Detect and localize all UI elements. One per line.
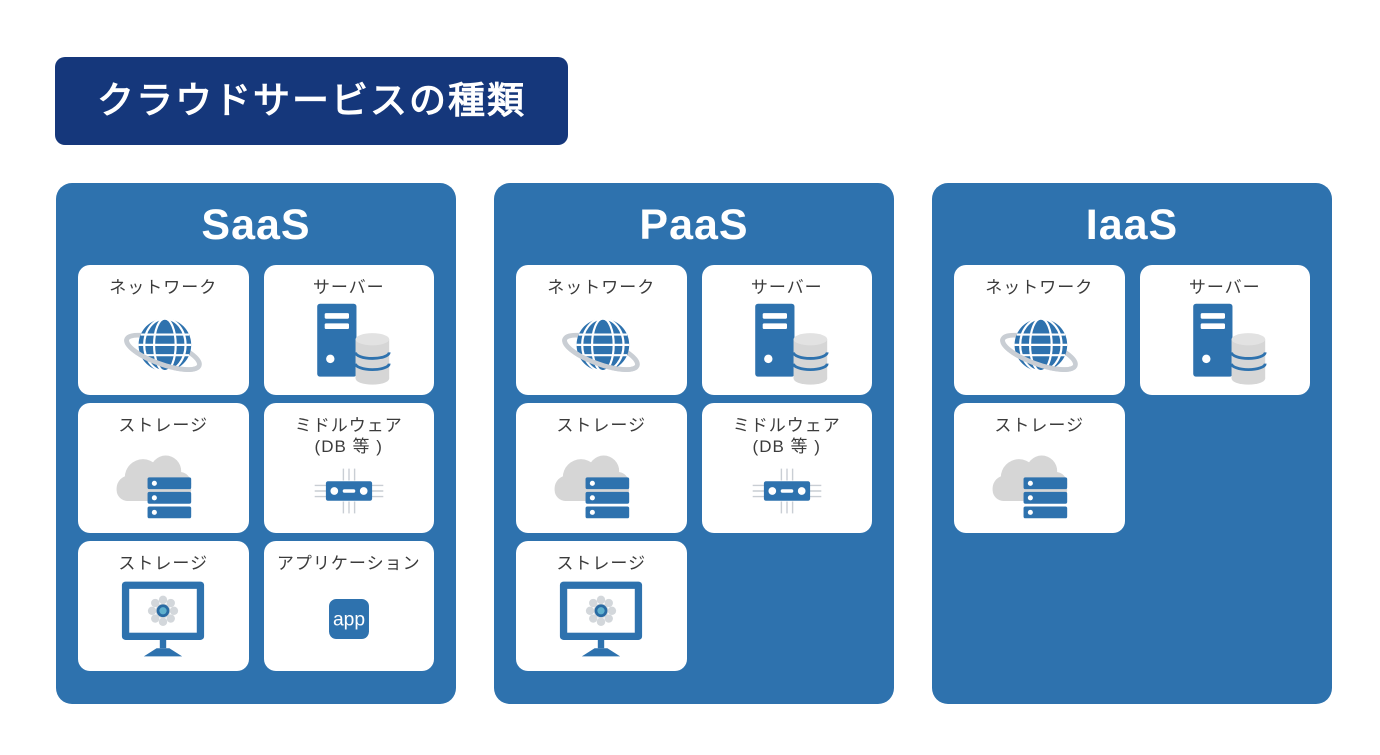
server-database-icon (270, 298, 429, 387)
card-sublabel: (DB 等 ) (314, 437, 383, 457)
middleware-chip-icon (270, 458, 429, 526)
service-card: アプリケーション app (263, 541, 434, 671)
service-card: ネットワーク (954, 265, 1125, 395)
svg-text:app: app (333, 609, 365, 630)
app-box-icon: app (270, 574, 429, 663)
cloud-storage-icon (522, 436, 681, 525)
service-column-title: PaaS (639, 201, 749, 249)
service-card: サーバー (263, 265, 434, 395)
card-label: サーバー (1188, 278, 1261, 297)
card-sublabel: (DB 等 ) (752, 437, 821, 457)
columns-row: SaaS ネットワーク サーバー (56, 183, 1332, 704)
globe-network-icon (84, 298, 243, 387)
globe-network-icon (960, 298, 1119, 387)
service-card: ミドルウェア (DB 等 ) (701, 403, 872, 533)
card-label: サーバー (312, 278, 385, 297)
card-label: ストレージ (118, 416, 209, 435)
service-card: ストレージ (78, 541, 249, 671)
service-card: ストレージ (516, 541, 687, 671)
monitor-gear-icon (84, 574, 243, 663)
globe-network-icon (522, 298, 681, 387)
card-label: ネットワーク (547, 278, 656, 297)
service-card: ネットワーク (78, 265, 249, 395)
cloud-storage-icon (84, 436, 243, 525)
service-column-paas: PaaS ネットワーク サーバー (494, 183, 894, 704)
card-label: ストレージ (118, 554, 209, 573)
service-column-title: IaaS (1085, 201, 1179, 249)
service-column-title: SaaS (201, 201, 311, 249)
service-cards-grid: ネットワーク サーバー (516, 265, 872, 671)
service-column-saas: SaaS ネットワーク サーバー (56, 183, 456, 704)
card-label: ストレージ (556, 416, 647, 435)
service-card: サーバー (1139, 265, 1310, 395)
card-label: アプリケーション (276, 554, 421, 573)
service-column-iaas: IaaS ネットワーク サーバー (932, 183, 1332, 704)
server-database-icon (1146, 298, 1305, 387)
service-card: ストレージ (516, 403, 687, 533)
card-label: ストレージ (556, 554, 647, 573)
card-label: ネットワーク (985, 278, 1094, 297)
card-label: ネットワーク (109, 278, 218, 297)
page-title: クラウドサービスの種類 (55, 57, 568, 145)
service-cards-grid: ネットワーク サーバー (954, 265, 1310, 533)
card-label: ミドルウェア (294, 416, 403, 435)
server-database-icon (708, 298, 867, 387)
monitor-gear-icon (522, 574, 681, 663)
cloud-storage-icon (960, 436, 1119, 525)
service-card: ネットワーク (516, 265, 687, 395)
service-card: ストレージ (78, 403, 249, 533)
service-cards-grid: ネットワーク サーバー (78, 265, 434, 671)
card-label: サーバー (750, 278, 823, 297)
service-card: サーバー (701, 265, 872, 395)
service-card: ミドルウェア (DB 等 ) (263, 403, 434, 533)
middleware-chip-icon (708, 458, 867, 526)
service-card: ストレージ (954, 403, 1125, 533)
card-label: ストレージ (994, 416, 1085, 435)
card-label: ミドルウェア (732, 416, 841, 435)
